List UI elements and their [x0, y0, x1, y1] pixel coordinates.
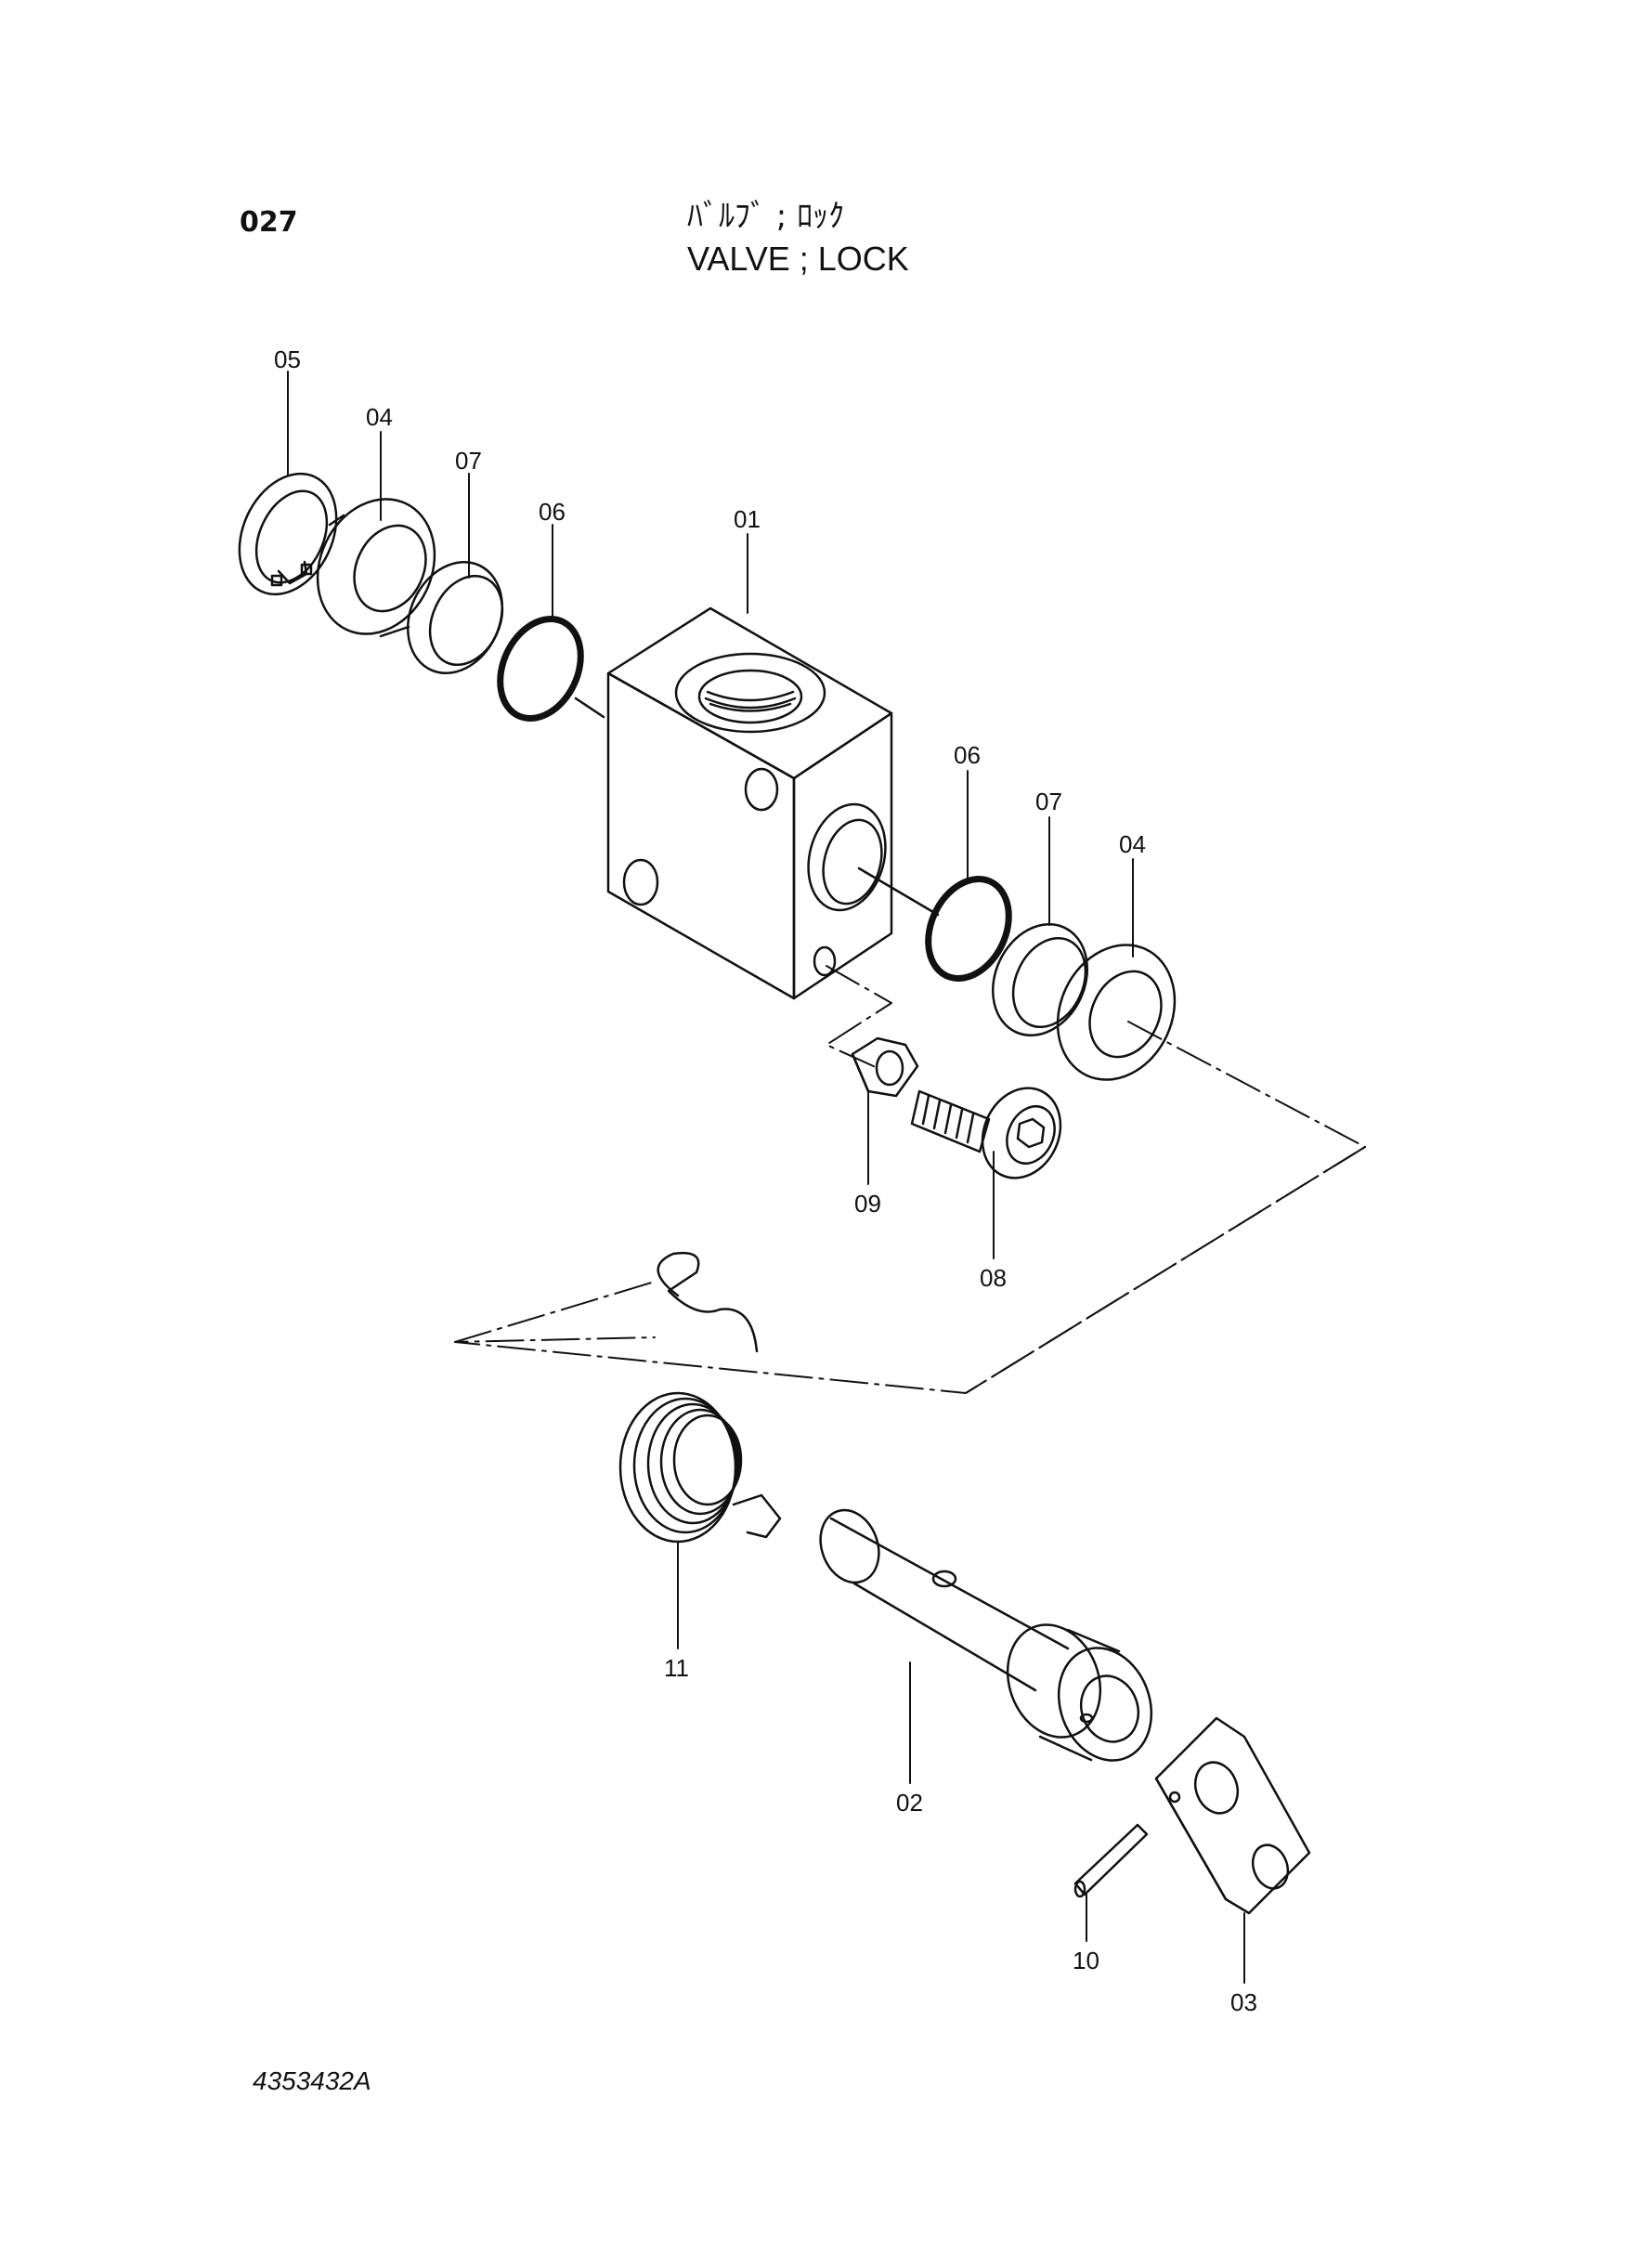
- callout-09: 09: [854, 1190, 881, 1218]
- lock-plate-part: [1154, 1716, 1311, 1915]
- callout-04-right: 04: [1119, 830, 1146, 858]
- assembly-lines: [454, 965, 1366, 1394]
- callout-10: 10: [1073, 1947, 1099, 1974]
- roll-pin-part: [1073, 1823, 1149, 1898]
- socket-bolt-part: [910, 1087, 1062, 1179]
- washer-left-part: [316, 498, 436, 638]
- valve-body-part: [606, 606, 940, 1000]
- callout-06-left: 06: [539, 498, 566, 526]
- callout-05: 05: [274, 345, 301, 373]
- callout-07-right: 07: [1035, 788, 1062, 815]
- drawing-code: 4353432A: [253, 2066, 371, 2095]
- o-ring-right-part: [925, 876, 1012, 982]
- collar-right-part: [991, 923, 1089, 1036]
- leader-lines: [287, 371, 1245, 1984]
- callout-11: 11: [664, 1654, 689, 1682]
- torsion-spring-part: [618, 1251, 782, 1544]
- shaft-pin-part: [819, 1508, 1153, 1762]
- callout-07-left: 07: [455, 447, 482, 475]
- hex-nut-part: [851, 1036, 919, 1098]
- snap-ring-part: [238, 472, 338, 596]
- page-number: 027: [240, 206, 298, 239]
- callout-02: 02: [896, 1789, 923, 1817]
- title-japanese: ﾊﾞﾙﾌﾞ ; ﾛｯｸ: [687, 198, 845, 235]
- collar-left-part: [406, 561, 504, 674]
- o-ring-left-part: [497, 616, 605, 722]
- callout-labels: 05 04 07 06 01 06 07 04 09 08 11 02 10 0…: [274, 345, 1257, 2016]
- callout-06-right: 06: [954, 741, 981, 769]
- washer-right-part: [1056, 944, 1177, 1081]
- callout-03: 03: [1230, 1988, 1257, 2016]
- callout-08: 08: [980, 1264, 1007, 1292]
- callout-01: 01: [734, 505, 761, 533]
- title-english: VALVE ; LOCK: [687, 240, 909, 278]
- callout-04-left: 04: [366, 403, 393, 431]
